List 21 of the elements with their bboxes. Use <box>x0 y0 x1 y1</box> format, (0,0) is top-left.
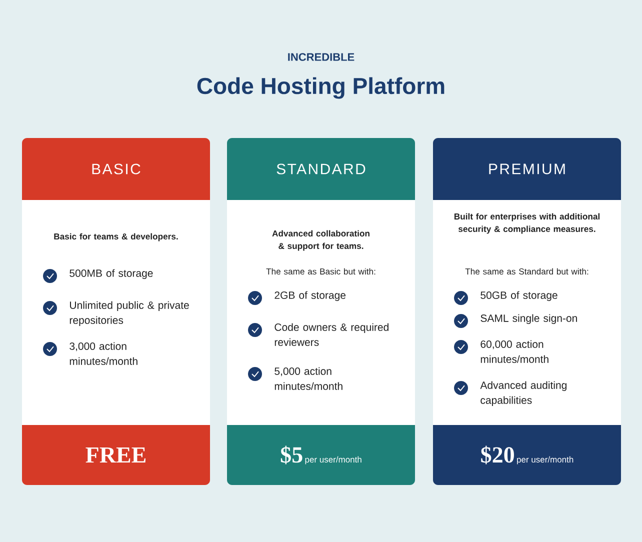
feature-text: 500MB of storage <box>70 269 153 279</box>
subtitle: INCREDIBLE <box>288 53 354 61</box>
header-band: PREMIUM <box>433 138 621 200</box>
header-band: STANDARD <box>227 138 415 200</box>
feature-text: Code owners & required reviewers <box>274 323 388 346</box>
feature-text: SAML single sign-on <box>480 314 577 324</box>
description-text: Basic for teams & developers. <box>54 233 178 242</box>
description-text: Built for enterprises with additional security & compliance measures. <box>454 213 600 234</box>
header-band: BASIC <box>22 138 210 200</box>
feature-text: 60,000 action minutes/month <box>480 340 548 363</box>
feature-text: 3,000 action minutes/month <box>70 342 138 365</box>
description-text: Advanced collaboration & support for teams. <box>272 230 370 251</box>
intro-text: The same as Standard but with: <box>465 268 588 275</box>
title: Code Hosting Platform <box>197 77 444 99</box>
feature-text: 5,000 action minutes/month <box>274 367 342 390</box>
feature-text: 50GB of storage <box>480 291 558 301</box>
feature-text: Advanced auditing capabilities <box>480 381 566 406</box>
feature-text: 2GB of storage <box>274 291 346 301</box>
intro-text: The same as Basic but with: <box>266 268 376 275</box>
feature-text: Unlimited public & private repositories <box>70 301 189 326</box>
price-band: FREE <box>22 425 210 485</box>
